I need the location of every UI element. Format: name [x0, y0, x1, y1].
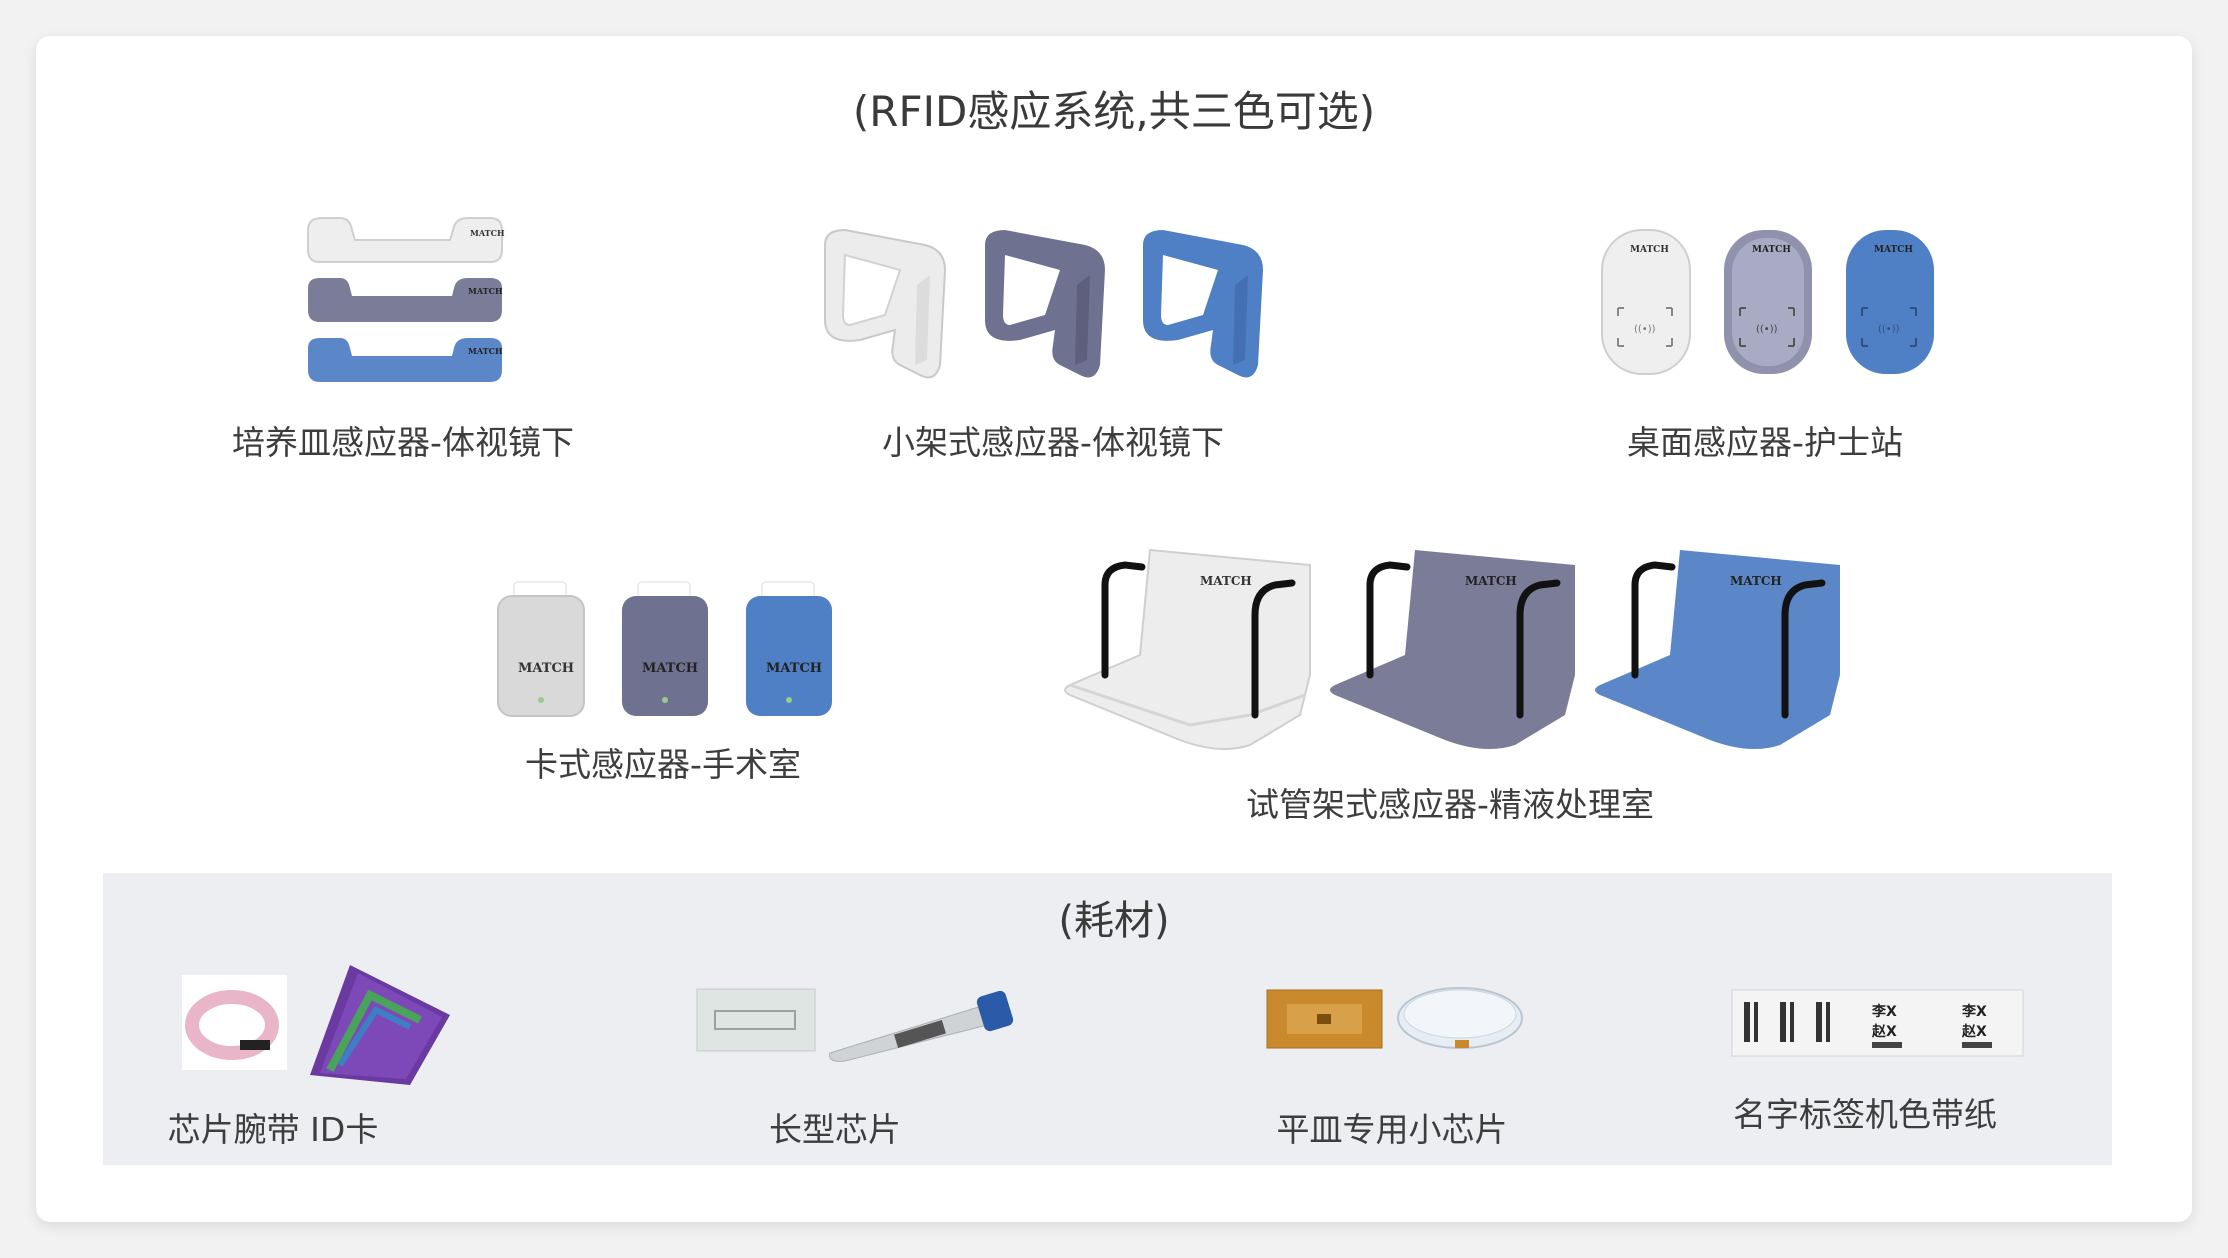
consumable-label-label-tape: 名字标签机色带纸: [1733, 1095, 1997, 1134]
product-label-frame: 小架式感应器-体视镜下: [882, 423, 1224, 462]
product-label-tube-rack: 试管架式感应器-精液处理室: [1246, 785, 1654, 824]
brand-logo: MATCH: [470, 228, 505, 238]
nfc-icon: ((•)): [1878, 324, 1900, 335]
label-name: 赵X: [1871, 1023, 1897, 1040]
tube-rack-sensor-grey: MATCH: [1330, 550, 1575, 749]
brand-logo: MATCH: [1200, 574, 1252, 588]
brand-logo: MATCH: [1730, 574, 1782, 588]
brand-logo: MATCH: [1630, 245, 1669, 255]
card-sensor-grey: MATCH: [622, 581, 708, 716]
petri-sensor-grey: MATCH: [308, 278, 503, 322]
frame-sensor-white: [824, 228, 947, 379]
consumables-title: (耗材): [1058, 898, 1170, 944]
tube-rack-sensor-image: MATCH MATCH MATCH: [1060, 545, 1850, 760]
frame-sensor-grey: [985, 230, 1105, 378]
nfc-icon: ((•)): [1756, 324, 1778, 335]
desktop-sensor-blue: MATCH ((•)): [1846, 230, 1934, 374]
desktop-sensor-image: MATCH ((•)) MATCH ((•)) MATCH ((•)): [1600, 228, 1940, 378]
product-label-card: 卡式感应器-手术室: [525, 745, 801, 784]
id-cards: [310, 965, 450, 1085]
vertical-labels: [1744, 1002, 1830, 1042]
long-chip-image: [695, 975, 1020, 1070]
brand-logo: MATCH: [642, 661, 698, 676]
small-chip: [1266, 989, 1383, 1049]
barcode: [240, 1040, 270, 1050]
petri-dish-sensor-image: MATCH MATCH MATCH: [300, 210, 510, 400]
wristband-idcard-image: [180, 955, 455, 1090]
frame-sensor-blue: [1143, 230, 1263, 378]
frame-sensor-image: [815, 225, 1275, 385]
product-label-petri: 培养皿感应器-体视镜下: [232, 423, 574, 462]
brand-logo: MATCH: [468, 286, 503, 296]
centrifuge-tube: [829, 990, 1014, 1062]
brand-logo: MATCH: [766, 661, 822, 676]
long-chip-tag: [696, 988, 816, 1052]
tube-rack-sensor-blue: MATCH: [1595, 550, 1840, 749]
desktop-sensor-grey: MATCH ((•)): [1724, 230, 1812, 374]
card-sensor-blue: MATCH: [746, 581, 832, 716]
consumable-label-wristband: 芯片腕带 ID卡: [167, 1110, 379, 1149]
consumable-label-petri-chip: 平皿专用小芯片: [1276, 1110, 1508, 1149]
petri-dish: [1397, 987, 1523, 1049]
card-sensor-image: MATCH MATCH MATCH: [496, 580, 841, 720]
tube-rack-sensor-white: MATCH: [1064, 548, 1311, 750]
brand-logo: MATCH: [468, 346, 503, 356]
petri-chip-image: [1265, 978, 1530, 1068]
consumable-label-long-chip: 长型芯片: [769, 1110, 901, 1149]
brand-logo: MATCH: [1874, 245, 1913, 255]
petri-sensor-white: MATCH: [307, 217, 505, 263]
brand-logo: MATCH: [518, 661, 574, 676]
desktop-sensor-white: MATCH ((•)): [1601, 229, 1691, 375]
label-name: 李X: [1961, 1003, 1987, 1020]
label-tape-image: 李X 赵X 李X 赵X: [1730, 988, 2025, 1058]
label-name: 李X: [1871, 1003, 1897, 1020]
card-sensor-white: MATCH: [497, 581, 585, 717]
chip-wristband: [182, 975, 287, 1070]
page-title: (RFID感应系统,共三色可选): [852, 87, 1376, 136]
brand-logo: MATCH: [1752, 245, 1791, 255]
product-label-desktop: 桌面感应器-护士站: [1627, 423, 1903, 462]
brand-logo: MATCH: [1465, 574, 1517, 588]
petri-sensor-blue: MATCH: [308, 338, 503, 382]
label-name: 赵X: [1961, 1023, 1987, 1040]
nfc-icon: ((•)): [1634, 324, 1656, 335]
